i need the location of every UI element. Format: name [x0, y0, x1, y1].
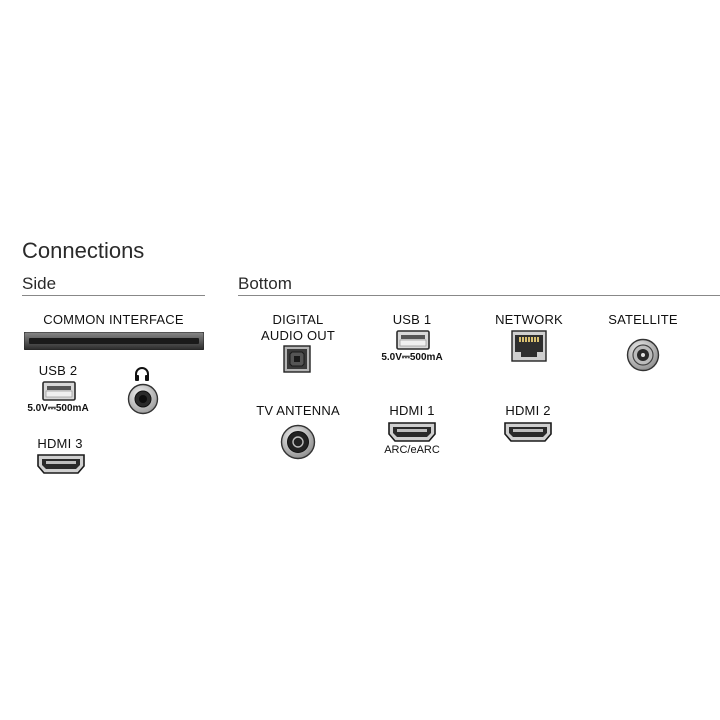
hdmi2-label: HDMI 2 [505, 403, 551, 418]
hdmi-port-icon [37, 454, 85, 474]
digital-audio-out-label-line1: DIGITAL [272, 312, 324, 327]
optical-port-icon [283, 345, 311, 373]
headphone-jack-icon [127, 383, 159, 415]
network-label: NETWORK [495, 312, 563, 327]
page-title: Connections [22, 238, 145, 263]
hdmi-port-icon [388, 422, 436, 442]
antenna-connector-icon [280, 424, 316, 460]
satellite-label: SATELLITE [608, 312, 678, 327]
tv-antenna-label: TV ANTENNA [256, 403, 340, 418]
common-interface-label: COMMON INTERFACE [43, 312, 184, 327]
satellite-connector-icon [626, 338, 660, 372]
bottom-divider [238, 295, 720, 296]
usb2-label: USB 2 [38, 363, 78, 378]
ethernet-port-icon [511, 330, 547, 362]
side-divider [22, 295, 205, 296]
usb-port-icon [42, 381, 76, 401]
hdmi1-label: HDMI 1 [389, 403, 435, 418]
usb2-rating: 5.0V⎓500mA [27, 403, 89, 414]
hdmi1-arc-label: ARC/eARC [384, 444, 440, 456]
digital-audio-out-label-line2: AUDIO OUT [260, 328, 336, 343]
hdmi3-label: HDMI 3 [37, 436, 83, 451]
headphone-icon [133, 365, 151, 383]
usb-port-icon [396, 330, 430, 350]
side-section-label: Side [22, 274, 57, 293]
hdmi-port-icon [504, 422, 552, 442]
bottom-section-label: Bottom [238, 274, 292, 293]
usb1-label: USB 1 [392, 312, 432, 327]
common-interface-slot-icon [24, 332, 204, 350]
usb1-rating: 5.0V⎓500mA [381, 352, 443, 363]
